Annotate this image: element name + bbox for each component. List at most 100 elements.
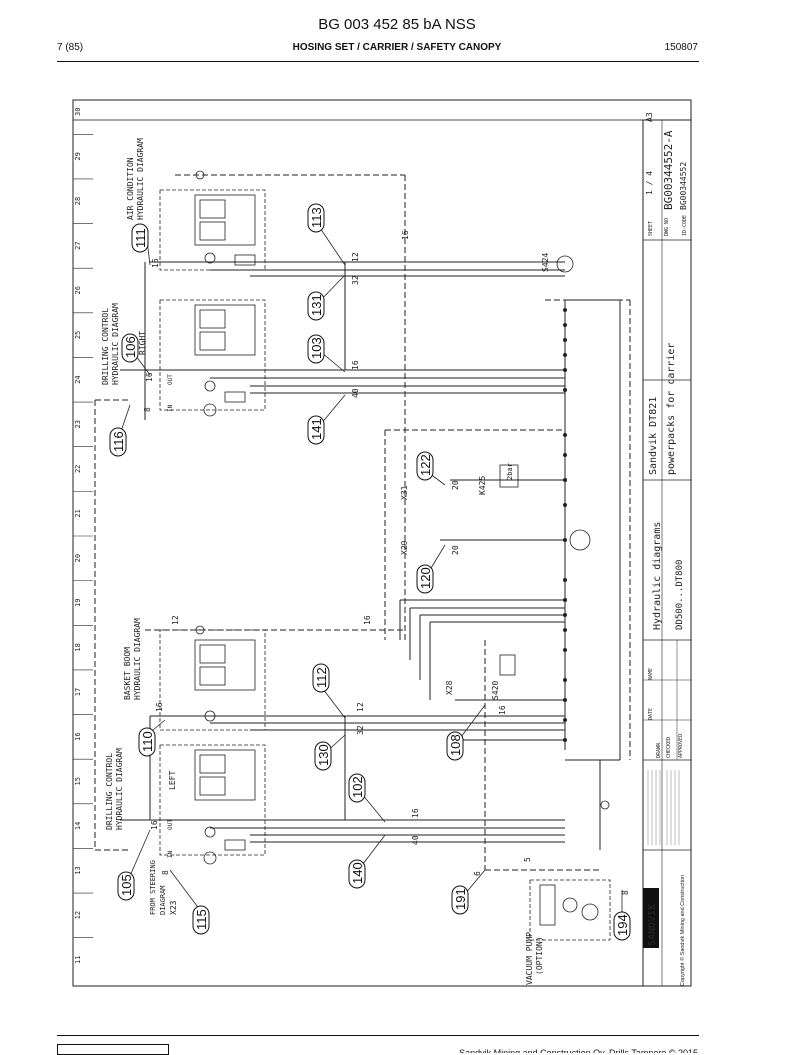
num-40-a: 40 xyxy=(351,388,360,398)
drawing-frame xyxy=(72,99,692,987)
grid-number: 22 xyxy=(74,465,82,473)
dwg-no-value: BG00344552-A xyxy=(662,130,675,210)
grid-strip xyxy=(72,99,692,121)
callout-103: 103 xyxy=(307,334,325,364)
grid-number: 16 xyxy=(74,732,82,740)
num-16-b: 16 xyxy=(401,230,410,240)
callout-102: 102 xyxy=(348,773,366,803)
label-left: LEFT xyxy=(168,771,177,790)
series-text: DD500...DT800 xyxy=(675,560,685,630)
label-vacuum-pump: VACUUM PUMP xyxy=(525,932,534,985)
callouts: 105 106 110 111 112 113 115 116 120 122 … xyxy=(109,203,631,941)
label-in-right: IN xyxy=(167,404,174,412)
num-16-e: 16 xyxy=(363,615,372,625)
callout-115: 115 xyxy=(192,905,210,935)
svg-text:106: 106 xyxy=(123,336,138,358)
page-number: 7 (85) xyxy=(57,42,84,53)
grid-number: 28 xyxy=(74,197,82,205)
callout-116: 116 xyxy=(109,427,127,457)
callout-113: 113 xyxy=(307,203,325,233)
label-air-condition-hd: HYDRAULIC DIAGRAM xyxy=(136,138,145,220)
svg-text:105: 105 xyxy=(119,874,134,896)
svg-text:112: 112 xyxy=(314,667,329,688)
id-code-label: ID-CODE xyxy=(682,215,688,236)
callout-112: 112 xyxy=(312,663,330,693)
svg-text:131: 131 xyxy=(309,294,324,316)
callout-141: 141 xyxy=(307,415,325,445)
label-drilling-control-left: DRILLING CONTROL xyxy=(105,753,114,830)
svg-text:122: 122 xyxy=(418,454,433,476)
label-x29: X29 xyxy=(400,540,409,555)
num-16-f: 16 xyxy=(155,702,164,712)
svg-text:102: 102 xyxy=(350,776,365,798)
num-32-a: 32 xyxy=(351,275,360,285)
label-from-steering: FROM STEERING xyxy=(149,860,157,915)
label-s420: S420 xyxy=(491,681,500,700)
callout-122: 122 xyxy=(416,451,434,481)
sheet-label: SHEET xyxy=(648,221,654,236)
svg-text:115: 115 xyxy=(194,909,209,930)
checked-label: CHECKED xyxy=(666,737,672,758)
num-20-a: 20 xyxy=(451,480,460,490)
svg-text:108: 108 xyxy=(448,734,463,756)
num-16-h: 16 xyxy=(411,808,420,818)
callout-105: 105 xyxy=(117,871,135,901)
callout-130: 130 xyxy=(314,741,332,771)
label-steering-diagram: DIAGRAM xyxy=(159,885,167,915)
callout-111: 111 xyxy=(131,223,149,253)
label-x23: X23 xyxy=(169,900,178,915)
grid-number: 14 xyxy=(74,822,82,830)
manifold-ports xyxy=(563,308,567,742)
svg-text:130: 130 xyxy=(316,744,331,766)
svg-text:141: 141 xyxy=(309,418,324,440)
label-air-condition: AIR CONDITION xyxy=(126,157,135,220)
num-16-a: 16 xyxy=(151,258,160,268)
callout-110: 110 xyxy=(138,727,156,757)
grid-number: 27 xyxy=(74,241,82,249)
grid-number: 26 xyxy=(74,286,82,294)
svg-text:103: 103 xyxy=(309,337,324,359)
num-16-g: 16 xyxy=(498,705,507,715)
name-label: NAME xyxy=(648,668,654,680)
callout-191: 191 xyxy=(451,885,469,915)
grid-number: 18 xyxy=(74,643,82,651)
sheet-value: 1 / 4 xyxy=(645,171,654,195)
grid-number: 23 xyxy=(74,420,82,428)
callout-106: 106 xyxy=(121,333,139,363)
num-20-b: 20 xyxy=(451,545,460,555)
num-16-i: 16 xyxy=(150,820,159,830)
num-16-c: 16 xyxy=(351,360,360,370)
label-out-right: OUT xyxy=(167,374,174,385)
label-x31: X31 xyxy=(400,485,409,500)
footer-divider xyxy=(57,1035,699,1036)
company-text: Sandvik DT821 xyxy=(648,397,659,475)
num-12-b: 12 xyxy=(171,615,180,625)
drawing-title: Hydraulic diagrams xyxy=(652,522,663,630)
label-drilling-control-left-hd: HYDRAULIC DIAGRAM xyxy=(115,748,124,830)
title-block: SANDVIK Copyright © Sandvik Mining and C… xyxy=(642,112,692,987)
sandvik-logo-text: SANDVIK xyxy=(647,904,658,946)
callout-120: 120 xyxy=(416,564,434,594)
hose-lines xyxy=(94,174,631,871)
label-out-left: OUT xyxy=(167,819,174,830)
num-12-c: 12 xyxy=(356,702,365,712)
num-16-d: 16 xyxy=(145,372,154,382)
num-8-a: 8 xyxy=(143,407,152,412)
subtitle-text: powerpacks for carrier xyxy=(666,343,677,475)
label-drilling-control-right: DRILLING CONTROL xyxy=(101,308,110,385)
num-8-c: 8 xyxy=(621,890,630,895)
header-divider xyxy=(57,61,699,62)
footer-text: Sandvik Mining and Construction Oy, Dril… xyxy=(459,1048,698,1053)
id-code-value: BG00344552 xyxy=(679,162,688,210)
svg-text:116: 116 xyxy=(111,431,126,452)
grid-number: 20 xyxy=(74,554,82,562)
callout-140: 140 xyxy=(348,859,366,889)
label-k425: K425 xyxy=(478,476,487,495)
valve-blocks xyxy=(159,170,611,941)
grid-number: 29 xyxy=(74,152,82,160)
document-code: 150807 xyxy=(664,42,698,53)
grid-number: 30 xyxy=(74,108,82,116)
svg-text:110: 110 xyxy=(140,731,155,752)
label-vacuum-option: (OPTION) xyxy=(535,936,544,975)
sandvik-logo xyxy=(643,888,659,948)
